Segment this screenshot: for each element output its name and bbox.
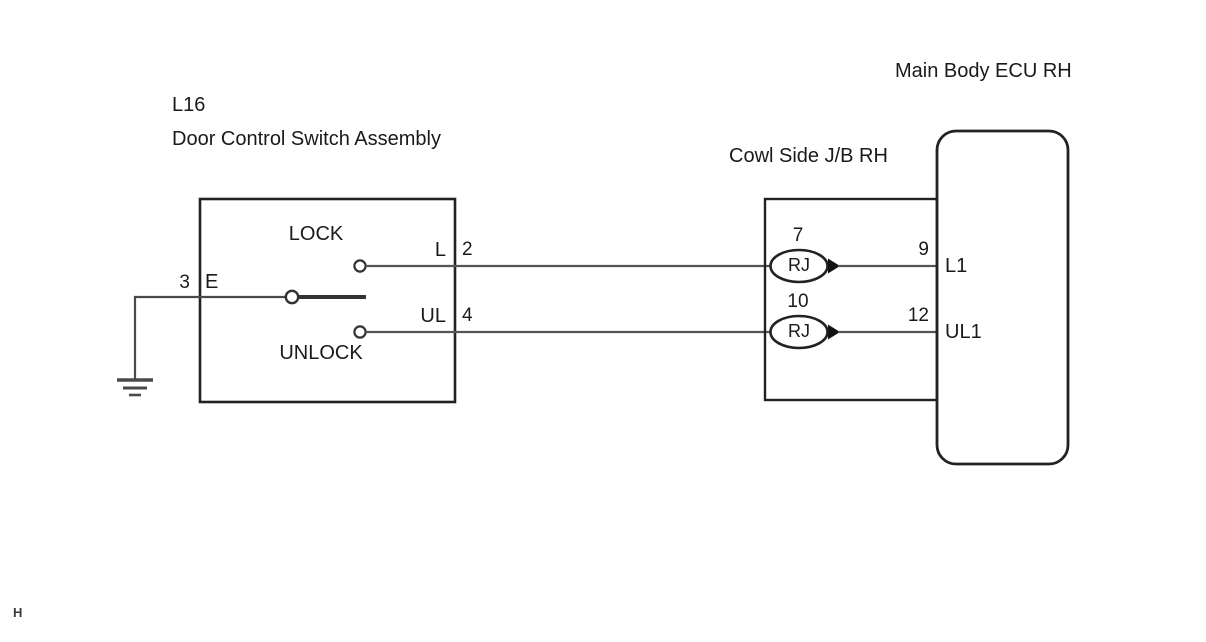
switch-state-unlock-label: UNLOCK — [279, 342, 363, 364]
main-body-ecu-box — [935, 129, 1070, 466]
rj-joint-7-label: RJ — [788, 255, 810, 275]
page-marker: H — [13, 605, 23, 620]
switch-terminal-4-name: UL — [420, 305, 446, 327]
rj-joint-10-pin: 10 — [787, 291, 809, 312]
ecu-terminal-12-name: UL1 — [945, 321, 982, 343]
ground-wire — [133, 295, 200, 379]
ground-symbol — [117, 378, 153, 397]
lock-contact-point — [353, 259, 367, 273]
rj-joint-7-pin: 7 — [792, 225, 804, 246]
ecu-terminal-9-name: L1 — [945, 255, 968, 277]
switch-state-lock-label: LOCK — [288, 223, 344, 245]
unlock-contact-point — [353, 325, 367, 339]
rj-joint-10-arrow-icon — [828, 324, 840, 340]
main-body-ecu-title: Main Body ECU RH — [895, 60, 1072, 82]
switch-name-label: Door Control Switch Assembly — [172, 128, 441, 150]
rj-joint-7-ellipse — [769, 248, 829, 284]
switch-pivot-contact — [284, 289, 300, 305]
switch-terminal-3-name: E — [205, 271, 219, 293]
rj-joint-10-label: RJ — [788, 321, 810, 341]
ecu-terminal-9-pin: 9 — [918, 239, 929, 260]
rj-joint-10-ellipse — [769, 314, 829, 350]
ecu-terminal-12-pin: 12 — [907, 305, 929, 326]
switch-code-label: L16 — [172, 94, 206, 116]
switch-assembly-box — [198, 197, 457, 404]
switch-terminal-3-pin: 3 — [179, 272, 190, 293]
switch-terminal-2-pin: 2 — [462, 239, 473, 260]
cowl-side-jb-title: Cowl Side J/B RH — [729, 145, 888, 167]
switch-terminal-4-pin: 4 — [462, 305, 473, 326]
switch-terminal-2-name: L — [434, 239, 446, 261]
rj-joint-7-arrow-icon — [828, 258, 840, 274]
